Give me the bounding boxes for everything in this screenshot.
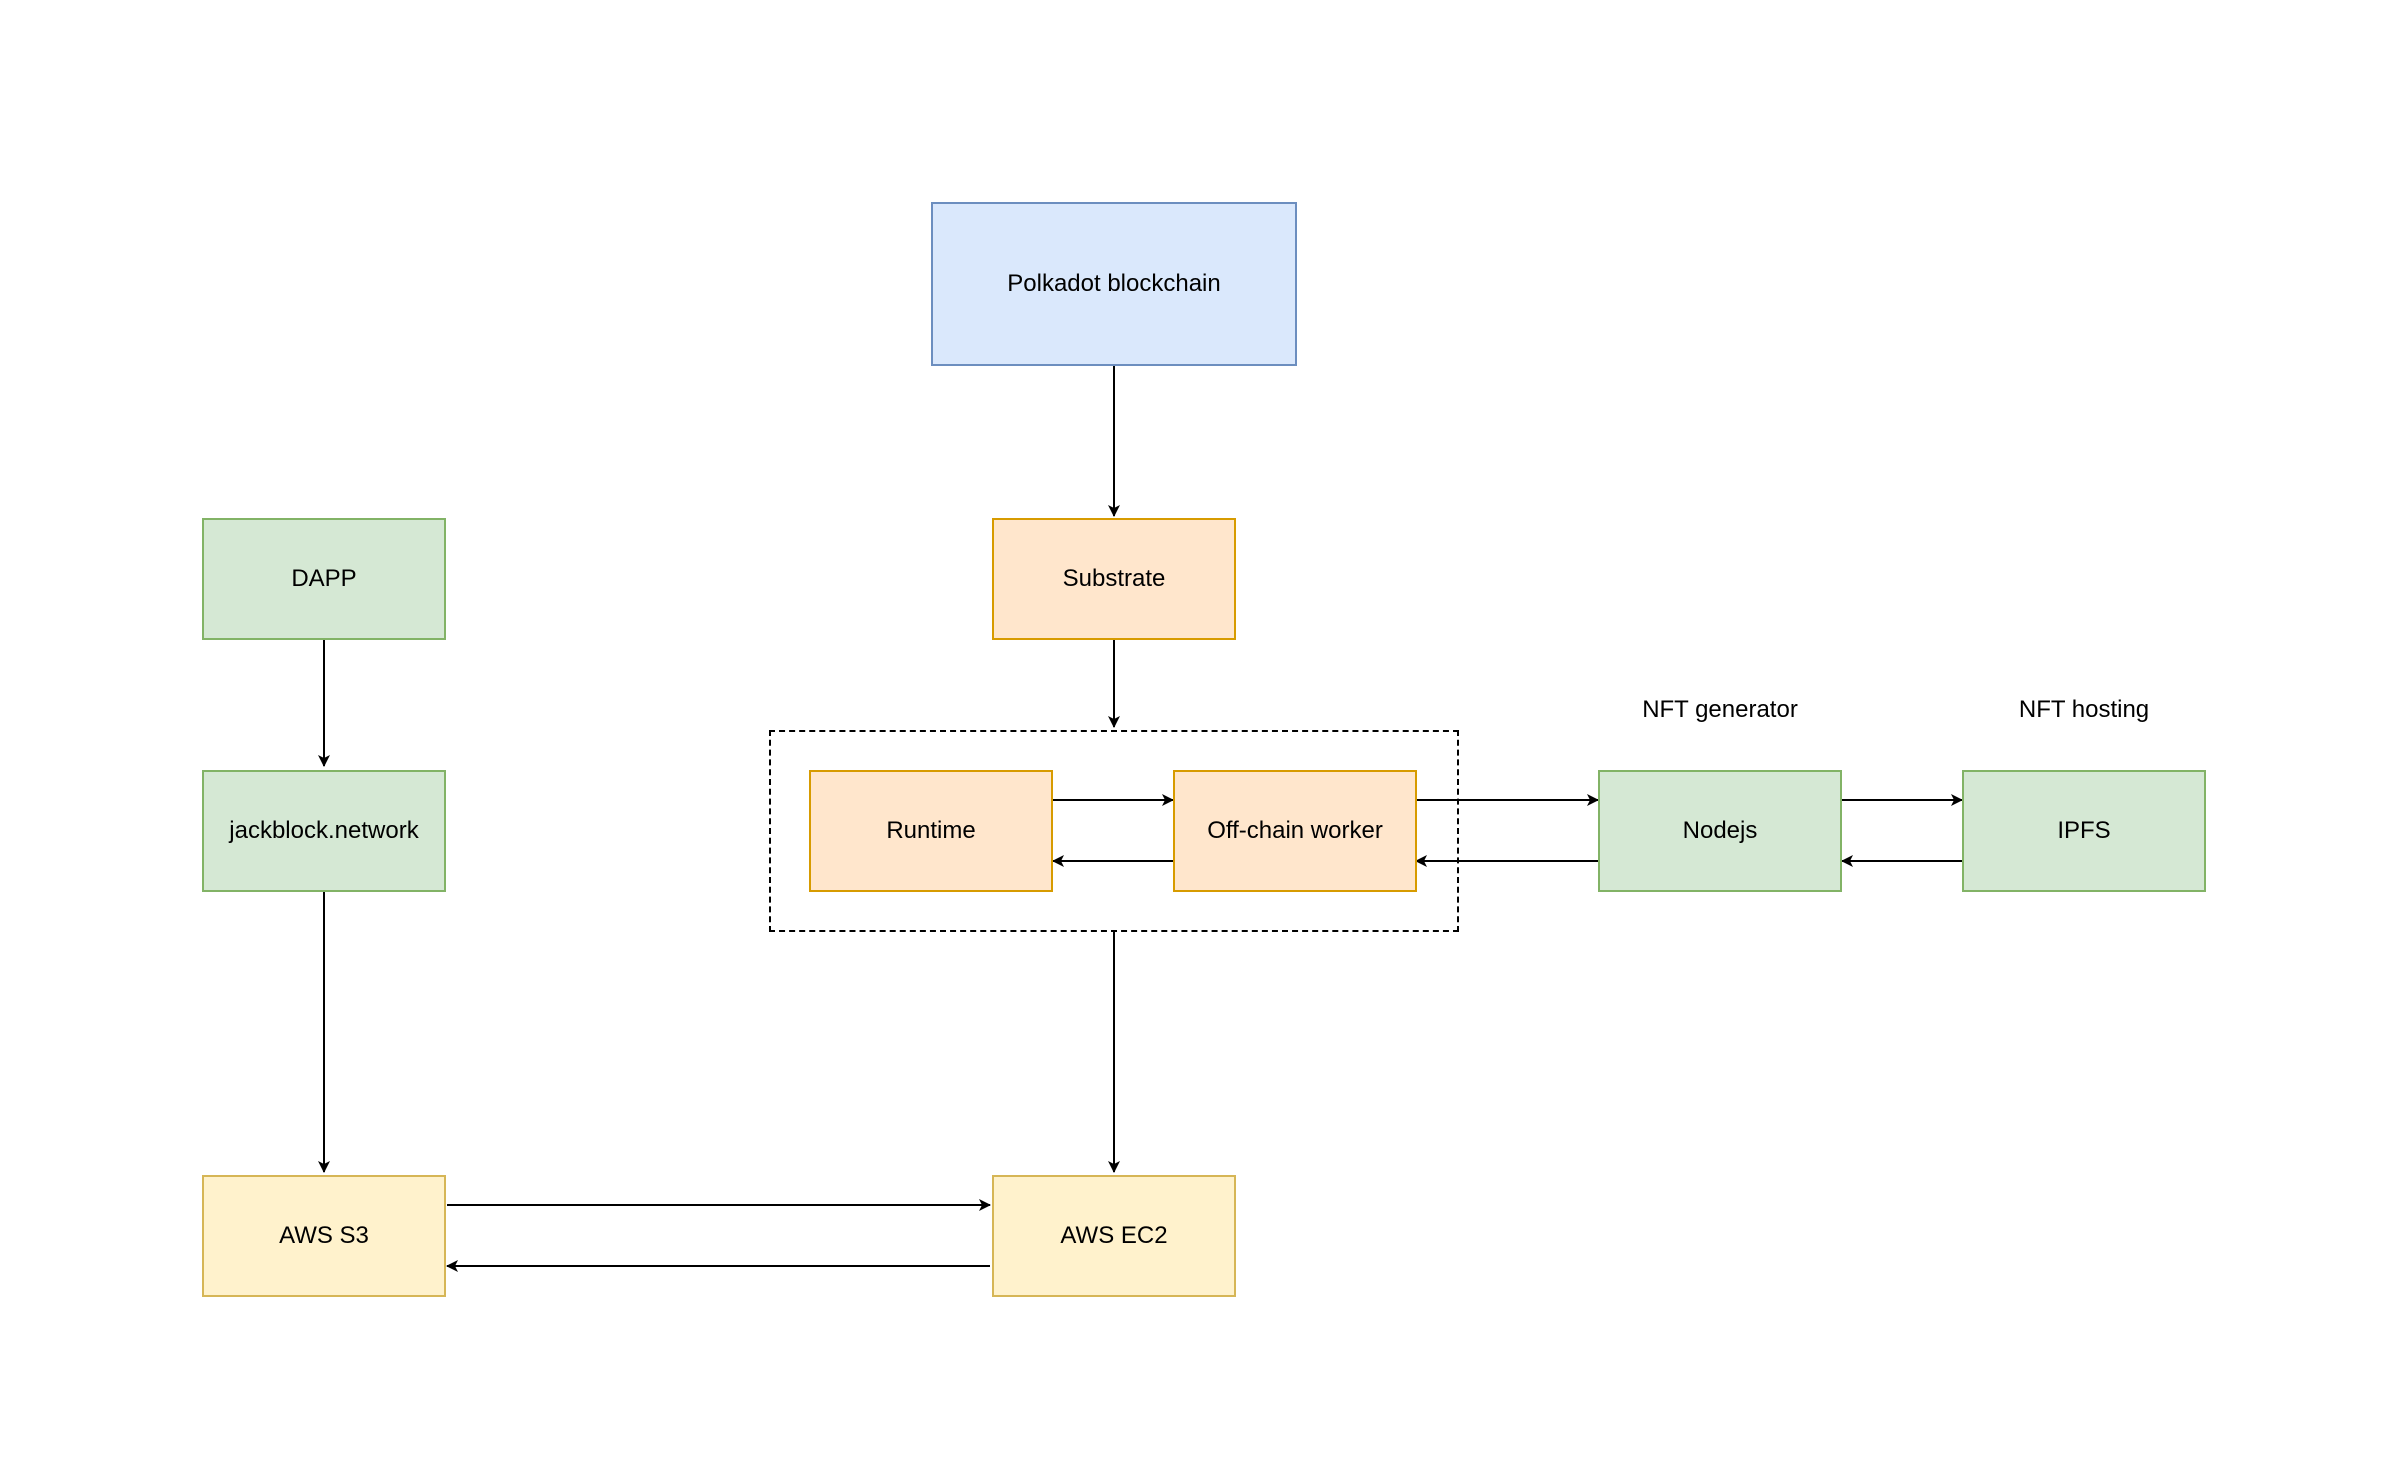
node-ipfs[interactable]: IPFS (1962, 770, 2206, 892)
node-dapp[interactable]: DAPP (202, 518, 446, 640)
node-runtime[interactable]: Runtime (809, 770, 1053, 892)
node-label: Substrate (1062, 565, 1166, 592)
node-off-chain-worker[interactable]: Off-chain worker (1173, 770, 1417, 892)
node-label: DAPP (291, 565, 357, 592)
label-nft-generator: NFT generator (1642, 696, 1798, 723)
node-nodejs[interactable]: Nodejs (1598, 770, 1842, 892)
node-label: jackblock.network (229, 817, 419, 844)
node-label: Nodejs (1682, 817, 1758, 844)
node-label: AWS S3 (279, 1222, 369, 1249)
runtime-offchain-group (769, 730, 1459, 932)
node-aws-ec2[interactable]: AWS EC2 (992, 1175, 1236, 1297)
node-label: Runtime (886, 817, 976, 844)
node-label: IPFS (2057, 817, 2111, 844)
node-polkadot-blockchain[interactable]: Polkadot blockchain (931, 202, 1297, 366)
node-aws-s3[interactable]: AWS S3 (202, 1175, 446, 1297)
node-label: Off-chain worker (1207, 817, 1383, 844)
node-substrate[interactable]: Substrate (992, 518, 1236, 640)
node-jackblock-network[interactable]: jackblock.network (202, 770, 446, 892)
node-label: Polkadot blockchain (1007, 270, 1221, 297)
label-nft-hosting: NFT hosting (2018, 696, 2150, 723)
node-label: AWS EC2 (1060, 1222, 1168, 1249)
